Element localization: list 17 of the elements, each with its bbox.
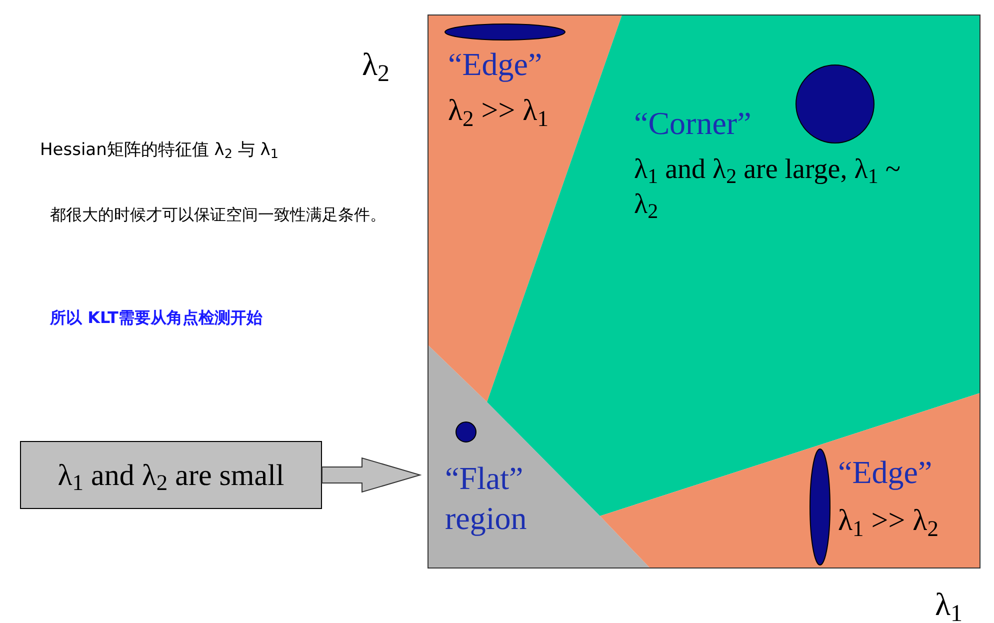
block-arrow bbox=[322, 457, 422, 493]
note-text: Hessian矩阵的特征值 λ$_{2}$ 与 λ$_{1}$ bbox=[40, 139, 280, 164]
note-text: 都很大的时候才可以保证空间一致性满足条件。 bbox=[50, 204, 387, 226]
region-condition: λ$_{1}$ and λ$_{2}$ are large, λ$_{1}$ ~ λ$_{2}$ bbox=[634, 153, 902, 222]
edge-region bbox=[600, 393, 980, 568]
axis-label: λ$_{1}$ bbox=[935, 585, 964, 623]
flat-region bbox=[428, 345, 650, 568]
region-title: “Corner” bbox=[634, 104, 752, 143]
condition-box: λ$_{1}$ and λ$_{2}$ are small bbox=[20, 441, 322, 509]
edge-region bbox=[428, 15, 622, 402]
region-title: “Flat” region bbox=[445, 459, 528, 538]
axis-label: λ$_{2}$ bbox=[362, 45, 391, 88]
region-title: “Edge” bbox=[448, 45, 544, 84]
region-condition: λ$_{2}$ >> λ$_{1}$ bbox=[448, 93, 550, 130]
region-title: “Edge” bbox=[838, 453, 934, 492]
conclusion-text: 所以 KLT需要从角点检测开始 bbox=[50, 307, 264, 329]
region-condition: λ$_{1}$ >> λ$_{2}$ bbox=[838, 503, 940, 540]
